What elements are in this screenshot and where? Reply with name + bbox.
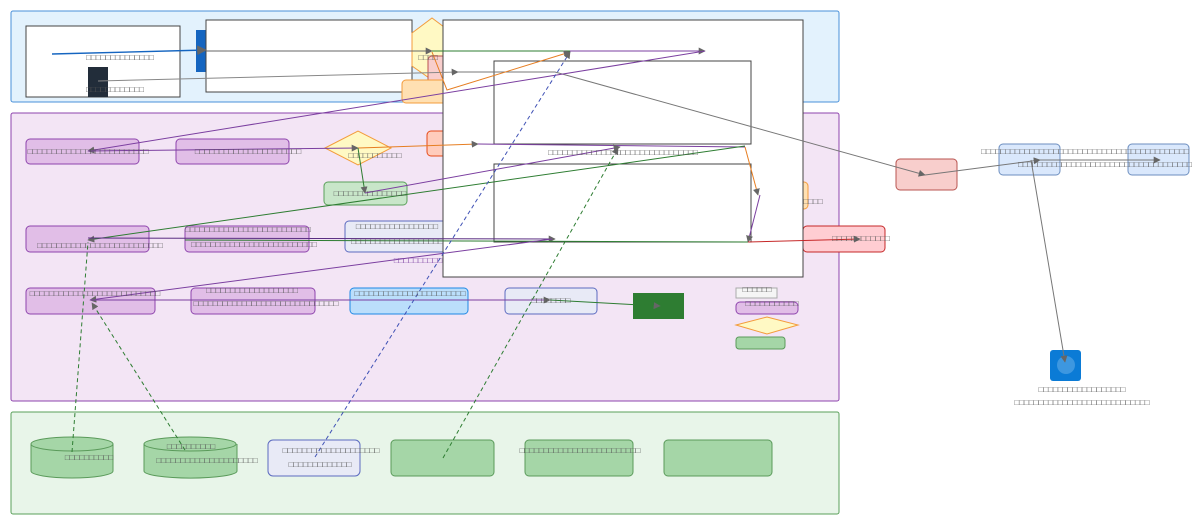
node-label: □□□□□□□□□□□□ xyxy=(832,234,890,243)
edge xyxy=(91,302,186,451)
node-label: □□□□□□□□□□□□□□□□□□□□□□□□□□ xyxy=(185,225,311,234)
node-label: □□□□□□□□□□□□□□□ xyxy=(334,189,407,198)
blue-bar-node[interactable] xyxy=(196,30,206,72)
node-label: □□□□□□□□□□ xyxy=(167,442,215,451)
edge xyxy=(71,241,89,453)
legend-title-box xyxy=(735,287,778,299)
edge xyxy=(747,235,861,243)
service-icon[interactable] xyxy=(1050,350,1081,381)
edge xyxy=(89,238,553,303)
node-label: □□□□□□□□□□□□□□□□□□□□ xyxy=(283,446,380,455)
node-label: □□□□□□□□□□□□□□□□□□□□□□ xyxy=(195,147,301,156)
container-box-middle[interactable] xyxy=(205,19,413,93)
lavender-node-bottom[interactable] xyxy=(267,439,361,477)
edge-label: □□□□□□□□□□ xyxy=(394,256,442,265)
node-label: □□□□□□□□□□□□□□□□□□□□□□□ xyxy=(354,289,465,298)
edge xyxy=(87,50,706,154)
node-label: □□□□□□□□□□□□ xyxy=(86,85,144,94)
node-label: □□□□□□□□□□□□□□□□□□□ xyxy=(206,286,298,295)
inner-container-1[interactable] xyxy=(493,60,752,145)
node-label: □□□□□□□□□□□□□□□□□□□ xyxy=(351,237,443,246)
edge xyxy=(431,50,571,91)
node-label: □□□□□□□□□□ xyxy=(65,453,113,462)
edge xyxy=(744,146,760,196)
edge xyxy=(1030,159,1068,363)
node-label: □□□□□□□□□□□ xyxy=(348,151,401,160)
node-label: □□□□□□□□□□□□□□□□□ xyxy=(356,222,438,231)
node-label: □□□□□□□□ xyxy=(532,296,571,305)
edge xyxy=(364,144,621,194)
node-label: □□□□□□□□□□□□□□ xyxy=(86,53,154,62)
dark-node[interactable] xyxy=(88,67,108,97)
node-label: □□□□□□□□□□□□□□□□□□□□□□□□□□ xyxy=(37,241,163,250)
edge xyxy=(87,144,359,152)
icon-label: □□□□□□□□□□□□□□□□□□□□□□□□□□□□ xyxy=(1014,398,1149,407)
green-node-bottom-1[interactable] xyxy=(390,439,495,477)
node-label: □□□□□□□□□□□□□□□□□□□□□□□□□□□□□□□□□□□□□□□□… xyxy=(981,147,1189,156)
edge xyxy=(87,235,556,243)
edge xyxy=(458,71,926,177)
legend-diamond-swatch xyxy=(734,316,800,335)
green-node-bottom-2[interactable] xyxy=(524,439,634,477)
edge xyxy=(314,51,571,458)
lavender-node-2[interactable] xyxy=(504,287,598,315)
node-label: □□□□ xyxy=(418,53,437,62)
edge xyxy=(924,157,1041,176)
process-node-2[interactable] xyxy=(175,138,290,165)
node-label: □□□□□□□□□□□□□□□□□□□□□□□□□□□□□□□ xyxy=(548,148,698,157)
icon-label: □□□□□□□□□□□□□□□□□□ xyxy=(1039,385,1126,394)
legend-title: □□□□□□ xyxy=(743,285,772,294)
edge xyxy=(442,147,619,459)
process-node-4[interactable] xyxy=(184,225,310,253)
database-node-1[interactable] xyxy=(30,436,114,479)
node-label: □□□□□□□□□□□□□□□□□□□□□□□□□□□ xyxy=(30,289,161,298)
edge xyxy=(549,299,661,310)
edge xyxy=(357,140,479,149)
blue-node-mid[interactable] xyxy=(349,287,469,315)
node-label: □□□□□□□□□□□□□ xyxy=(289,460,352,469)
edge xyxy=(746,194,761,243)
database-node-2[interactable] xyxy=(143,436,238,479)
edge xyxy=(97,68,459,82)
edge xyxy=(51,45,207,56)
node-label: □□□□□□□□□□□□□□□□□□□□□ xyxy=(156,456,258,465)
process-node-1[interactable] xyxy=(25,138,140,165)
edge xyxy=(184,239,749,243)
node-label: □□□□□□□□□□□□□□□□□□□□□□□□□□□□□□□□□□□□ xyxy=(1018,160,1192,169)
node-label: □□□□□□□□□□□□□□□□□□□□□□□□□ xyxy=(520,446,641,455)
node-label: □□□□□□□□□□□□□□□□□□□□□□□□□□ xyxy=(191,240,317,249)
edge xyxy=(477,143,746,148)
legend-label: □□□□□□□□□□□ xyxy=(745,299,798,308)
node-label: □□□□ xyxy=(803,197,822,206)
legend-purple-swatch xyxy=(735,301,799,315)
legend-green-swatch xyxy=(735,336,786,350)
green-node-bottom-3[interactable] xyxy=(663,439,773,477)
process-node-6[interactable] xyxy=(190,287,316,315)
inner-container-2[interactable] xyxy=(493,163,752,243)
labels: □□□□□□□□□□□□□□ □□□□□□□□□□□□ □□□□ □□□□□□□… xyxy=(28,53,1193,469)
node-label: □□□□□□□□□□□□□□□□□□□□□□□□□□□□□□ xyxy=(194,299,339,308)
edge xyxy=(87,145,746,243)
edge xyxy=(357,147,368,194)
node-label: □□□□□□□□□□□□□□□□□□□□□□□□□ xyxy=(28,147,149,156)
